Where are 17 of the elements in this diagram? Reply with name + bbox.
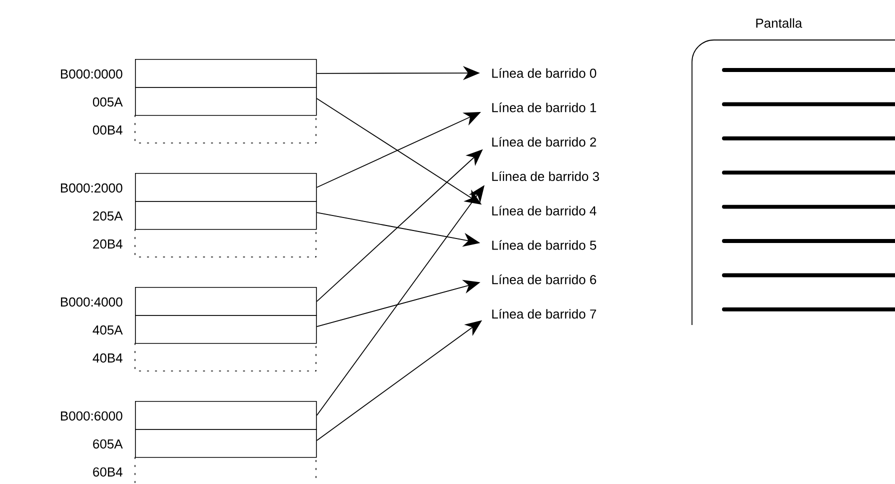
scan-line-label: Línea de barrido 1 <box>492 102 596 112</box>
address-label: B000:4000 <box>60 297 122 307</box>
screen-drawing: Pantalla <box>692 18 895 326</box>
address-label: B000:0000 <box>60 69 122 79</box>
address-label: B000:2000 <box>60 183 122 193</box>
address-label: 005A <box>92 97 123 107</box>
address-label: 405A <box>92 325 123 335</box>
address-label: B000:6000 <box>60 411 122 421</box>
address-label: 205A <box>93 211 123 221</box>
scan-line-label: Línea de barrido 5 <box>492 240 596 250</box>
address-label: 605A <box>93 439 123 449</box>
scan-line-label: Línea de barrido 0 <box>492 68 596 78</box>
scan-line-label: Línea de barrido 6 <box>492 274 596 284</box>
scan-line-label: Línea de barrido 2 <box>492 136 596 147</box>
scan-line-label: Líinea de barrido 3 <box>492 171 600 182</box>
scan-line-label: Línea de barrido 4 <box>492 206 596 216</box>
scan-line-label: Línea de barrido 7 <box>492 308 596 319</box>
